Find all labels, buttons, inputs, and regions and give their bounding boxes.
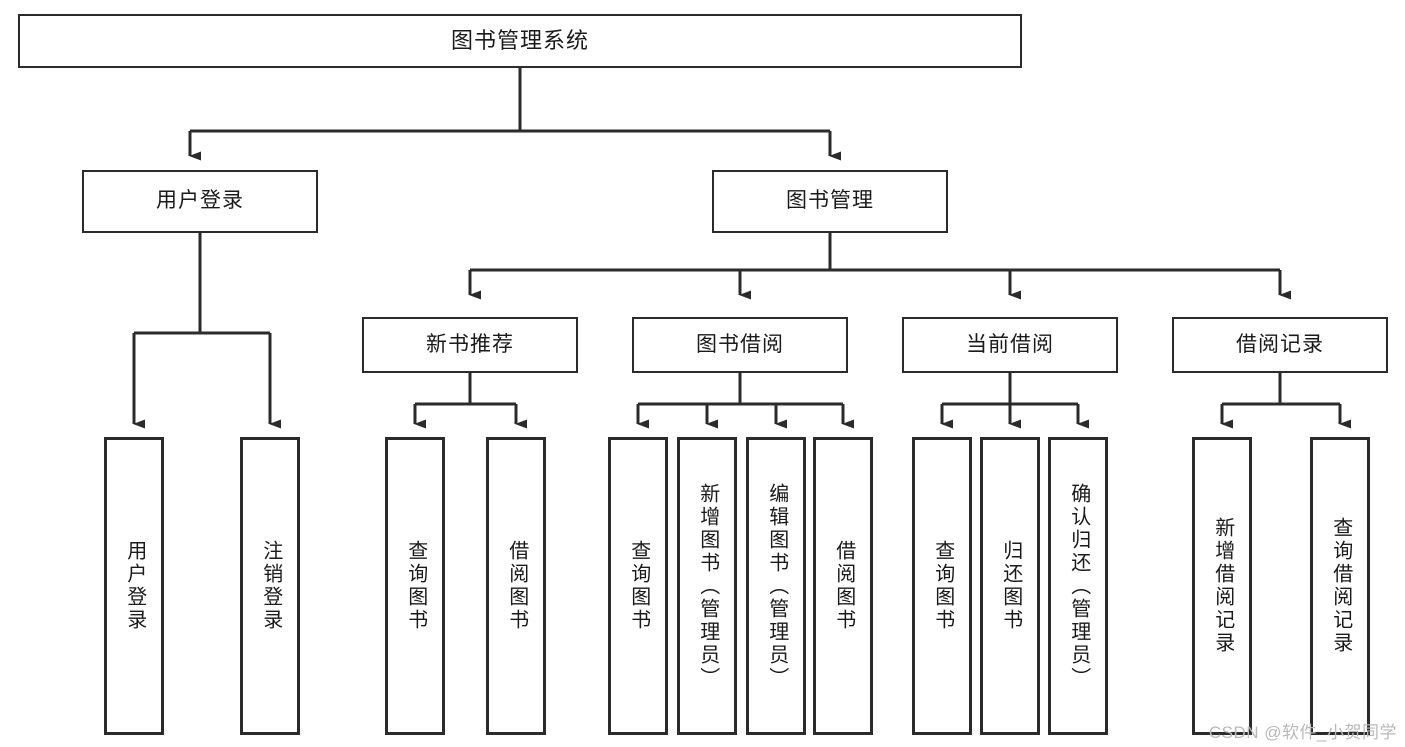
node-borrow-record-label: 借阅记录 <box>1236 332 1324 356</box>
leaf-query-book-b[interactable]: 查询图书 <box>608 437 668 735</box>
leaf-borrow-book-b-label: 借阅图书 <box>832 540 855 632</box>
node-new-book-recommendation[interactable]: 新书推荐 <box>362 317 578 373</box>
node-book-management-label: 图书管理 <box>786 189 874 213</box>
leaf-add-book-label: 新增图书（管理员） <box>696 482 719 690</box>
leaf-query-book-b-label: 查询图书 <box>627 540 650 632</box>
leaf-return-book[interactable]: 归还图书 <box>980 437 1040 735</box>
leaf-borrow-book-a-label: 借阅图书 <box>505 540 528 632</box>
leaf-add-book[interactable]: 新增图书（管理员） <box>677 437 737 735</box>
node-root[interactable]: 图书管理系统 <box>18 14 1022 68</box>
node-current-borrow[interactable]: 当前借阅 <box>902 317 1118 373</box>
node-book-borrow-label: 图书借阅 <box>696 332 784 356</box>
leaf-borrow-book-a[interactable]: 借阅图书 <box>486 437 546 735</box>
leaf-edit-book-label: 编辑图书（管理员） <box>765 482 788 690</box>
leaf-query-book-a-label: 查询图书 <box>404 540 427 632</box>
leaf-user-login-label: 用户登录 <box>123 540 146 632</box>
node-new-book-recommendation-label: 新书推荐 <box>426 332 514 356</box>
leaf-edit-book[interactable]: 编辑图书（管理员） <box>746 437 806 735</box>
node-book-management[interactable]: 图书管理 <box>712 170 948 233</box>
node-book-borrow[interactable]: 图书借阅 <box>632 317 848 373</box>
node-current-borrow-label: 当前借阅 <box>966 332 1054 356</box>
leaf-query-book-c[interactable]: 查询图书 <box>912 437 972 735</box>
leaf-return-book-label: 归还图书 <box>999 540 1022 632</box>
leaf-query-book-a[interactable]: 查询图书 <box>385 437 445 735</box>
leaf-query-book-c-label: 查询图书 <box>931 540 954 632</box>
leaf-add-borrow-record-label: 新增借阅记录 <box>1211 517 1234 655</box>
node-user-login[interactable]: 用户登录 <box>82 170 318 233</box>
node-root-label: 图书管理系统 <box>450 28 589 54</box>
leaf-borrow-book-b[interactable]: 借阅图书 <box>813 437 873 735</box>
leaf-query-borrow-record[interactable]: 查询借阅记录 <box>1310 437 1370 735</box>
leaf-add-borrow-record[interactable]: 新增借阅记录 <box>1192 437 1252 735</box>
node-borrow-record[interactable]: 借阅记录 <box>1172 317 1388 373</box>
leaf-confirm-return[interactable]: 确认归还（管理员） <box>1048 437 1108 735</box>
leaf-query-borrow-record-label: 查询借阅记录 <box>1329 517 1352 655</box>
leaf-user-login[interactable]: 用户登录 <box>104 437 164 735</box>
leaf-confirm-return-label: 确认归还（管理员） <box>1067 482 1090 690</box>
leaf-logout[interactable]: 注销登录 <box>240 437 300 735</box>
watermark: CSDN @软件_小贺同学 <box>1208 723 1397 742</box>
node-user-login-label: 用户登录 <box>156 189 244 213</box>
leaf-logout-label: 注销登录 <box>259 540 282 632</box>
